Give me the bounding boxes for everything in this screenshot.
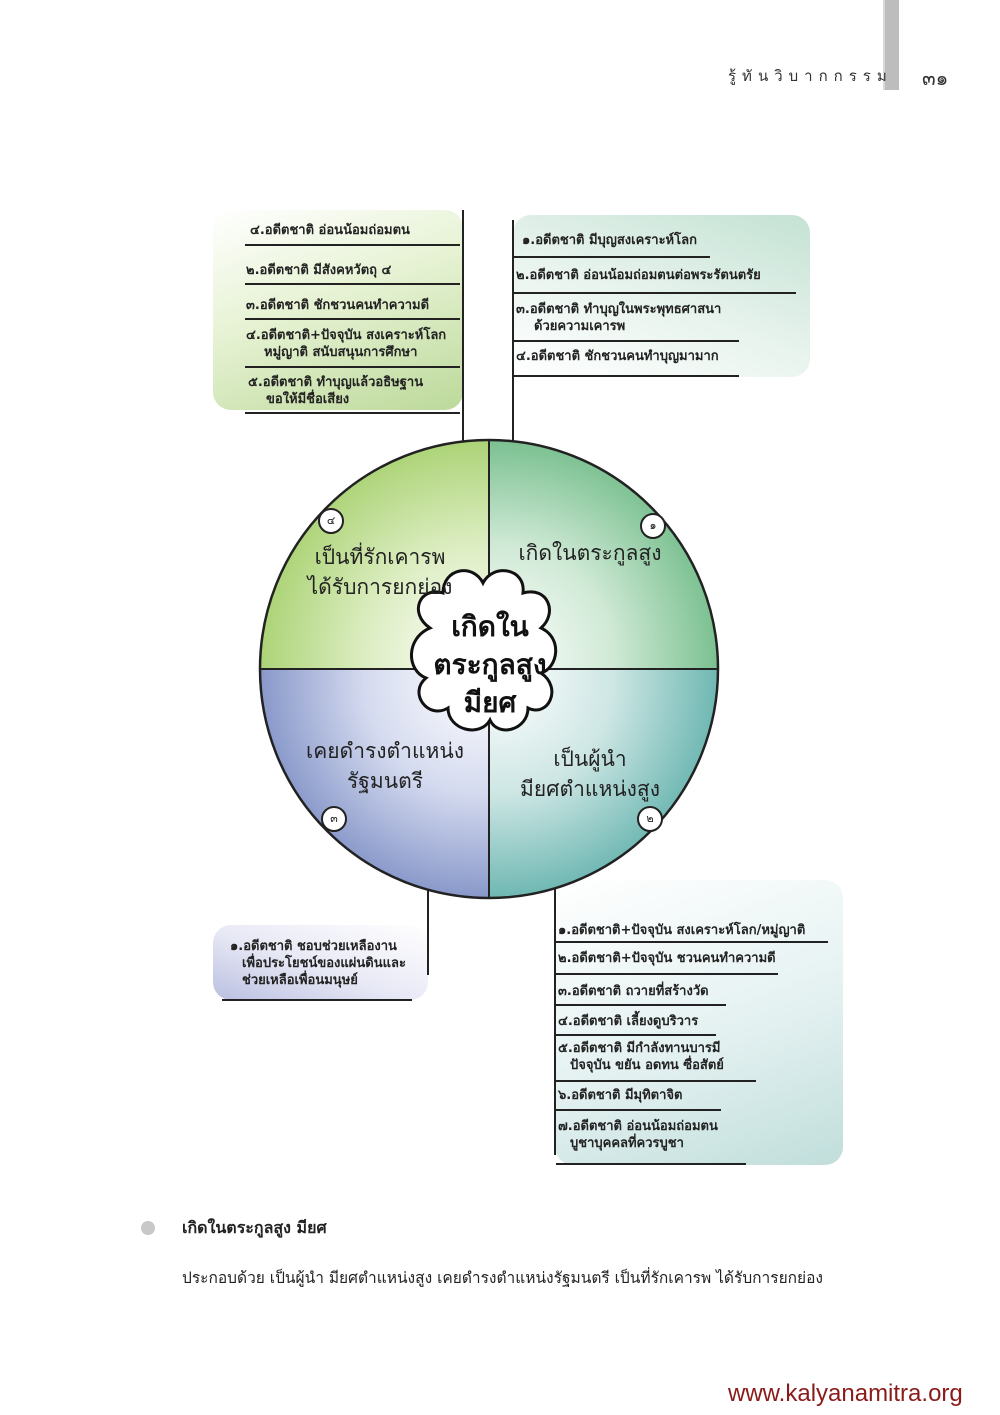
quadrant-number-badge: ๔ (318, 508, 344, 534)
item-underline (556, 941, 828, 943)
branch-box-top-right (513, 215, 810, 377)
branch-item: ๓.อดีตชาติ ชักชวนคนทำความดี (246, 298, 430, 313)
item-underline (245, 318, 460, 320)
connector-top-right (512, 220, 514, 450)
quadrant-label-top-left: เป็นที่รักเคารพได้รับการยกย่อง (307, 545, 453, 599)
quadrant-label-top-right: เกิดในตระกูลสูง (518, 541, 662, 565)
connector-bottom-right (554, 885, 556, 1155)
item-underline (556, 1163, 746, 1165)
branch-item: ๕.อดีตชาติ ทำบุญแล้วอธิษฐานขอให้มีชื่อเส… (248, 375, 424, 407)
item-underline (514, 256, 710, 258)
item-underline (556, 1004, 726, 1006)
quadrant-label-bottom-right: เป็นผู้นำมียศตำแหน่งสูง (520, 747, 660, 801)
header-margin-bar (883, 0, 899, 90)
page-number: ๓๑ (922, 66, 949, 90)
item-underline (514, 340, 739, 342)
branch-item: ๒.อดีตชาติ มีสังคหวัตถุ ๔ (246, 263, 392, 278)
section-body: ประกอบด้วย เป็นผู้นำ มียศตำแหน่งสูง เคยด… (182, 1269, 824, 1287)
quadrant-label-bottom-left: เคยดำรงตำแหน่งรัฐมนตรี (306, 739, 464, 793)
branch-box-bottom-right (555, 880, 843, 1165)
center-title: เกิดใน ตระกูลสูง มียศ (433, 610, 547, 719)
branch-item: ๔.อดีตชาติ อ่อนน้อมถ่อมตน (250, 223, 410, 238)
mind-map-diagram: ๔.อดีตชาติ อ่อนน้อมถ่อมตน ๒.อดีตชาติ มีส… (213, 210, 843, 1165)
item-underline (245, 412, 460, 414)
item-underline (245, 244, 460, 246)
item-underline (245, 366, 460, 368)
branch-item: ๑.อดีตชาติ ชอบช่วยเหลืองานเพื่อประโยชน์ข… (230, 939, 406, 988)
branch-item: ๔.อดีตชาติ ชักชวนคนทำบุญมามาก (516, 349, 719, 364)
footer-website-link[interactable]: www.kalyanamitra.org (728, 1380, 963, 1407)
quadrant-number-badge: ๑ (640, 513, 666, 539)
quadrant-number-badge: ๓ (321, 806, 347, 832)
item-underline (556, 973, 778, 975)
item-underline (556, 1034, 716, 1036)
branch-item: ๓.อดีตชาติ ถวายที่สร้างวัด (558, 984, 709, 999)
branch-box-top-left (213, 210, 463, 410)
item-underline (222, 999, 412, 1001)
section-title: เกิดในตระกูลสูง มียศ (182, 1218, 327, 1237)
branch-item: ๗.อดีตชาติ อ่อนน้อมถ่อมตนบูชาบุคคลที่ควร… (558, 1119, 718, 1151)
branch-item: ๓.อดีตชาติ ทำบุญในพระพุทธศาสนาด้วยความเค… (516, 302, 722, 334)
item-underline (556, 1109, 721, 1111)
quadrant-number-badge: ๒ (637, 806, 663, 832)
item-underline (245, 283, 460, 285)
item-underline (514, 375, 739, 377)
quadrant-bottom-left (260, 669, 489, 898)
central-circle (258, 438, 720, 900)
connector-bottom-left (427, 885, 429, 975)
quadrant-bottom-right (489, 669, 718, 898)
center-cloud (410, 569, 558, 732)
branch-item: ๖.อดีตชาติ มีมุทิตาจิต (558, 1088, 683, 1103)
branch-item: ๒.อดีตชาติ+ปัจจุบัน ชวนคนทำความดี (558, 951, 776, 966)
connector-top-left (462, 210, 464, 450)
item-underline (514, 292, 796, 294)
branch-box-bottom-left (213, 925, 428, 1000)
book-title: รู้ทันวิบากกรรม (728, 67, 893, 85)
branch-item: ๑.อดีตชาติ มีบุญสงเคราะห์โลก (522, 233, 697, 248)
branch-item: ๒.อดีตชาติ อ่อนน้อมถ่อมตนต่อพระรัตนตรัย (516, 268, 761, 283)
branch-item: ๔.อดีตชาติ เลี้ยงดูบริวาร (558, 1014, 699, 1029)
branch-item: ๑.อดีตชาติ+ปัจจุบัน สงเคราะห์โลก/หมู่ญาต… (558, 923, 806, 938)
branch-item: ๕.อดีตชาติ มีกำลังทานบารมีปัจจุบัน ขยัน … (558, 1041, 724, 1073)
branch-item: ๔.อดีตชาติ+ปัจจุบัน สงเคราะห์โลกหมู่ญาติ… (246, 328, 447, 360)
item-underline (556, 1080, 756, 1082)
bullet-icon (141, 1221, 155, 1235)
